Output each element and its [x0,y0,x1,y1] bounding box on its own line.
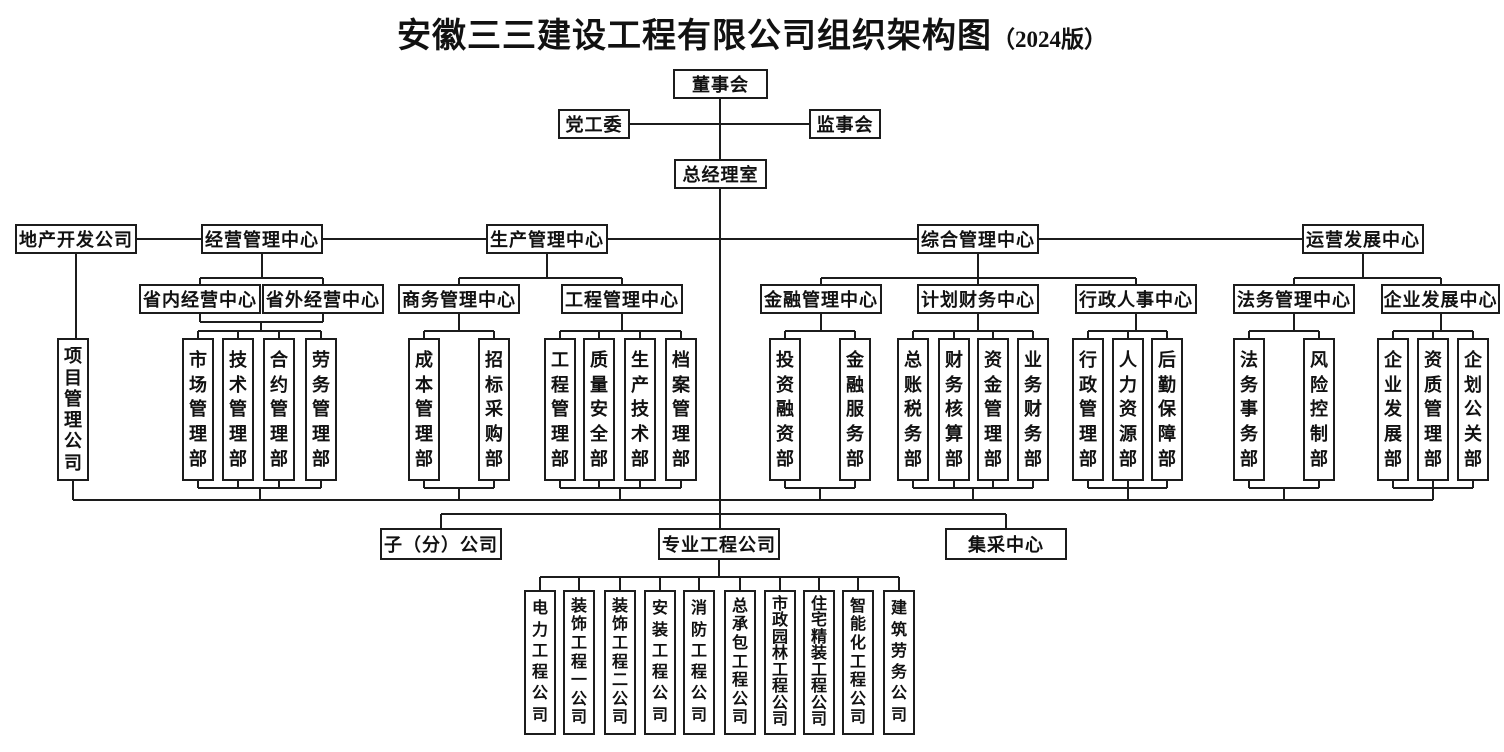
box-production-center: 生产管理中心 [486,224,608,254]
box-tech-dept: 技术管理部 [222,338,254,481]
box-bidding-dept: 招标采购部 [478,338,510,481]
box-eng-mgmt-dept: 工程管理部 [544,338,576,481]
chart-title-version: （2024版） [992,27,1107,52]
box-installation-co: 安装工程公司 [644,590,676,735]
box-labor-dept: 劳务管理部 [305,338,337,481]
box-enterprise-dev-center: 企业发展中心 [1381,284,1500,314]
box-investment-dept: 投资融资部 [769,338,801,481]
box-commerce-center: 商务管理中心 [398,284,520,314]
box-gm-office: 总经理室 [674,159,767,189]
box-biz-finance-dept: 业务财务部 [1017,338,1049,481]
box-fund-mgmt-dept: 资金管理部 [977,338,1009,481]
box-procurement-center: 集采中心 [945,528,1067,560]
box-contract-dept: 合约管理部 [263,338,295,481]
box-engineering-center: 工程管理中心 [561,284,683,314]
box-qualification-dept: 资质管理部 [1417,338,1449,481]
box-residential-deco-co: 住宅精装工程公司 [803,590,835,735]
box-legal-center: 法务管理中心 [1233,284,1355,314]
box-cost-dept: 成本管理部 [408,338,440,481]
box-fire-co: 消防工程公司 [683,590,715,735]
box-general-center: 综合管理中心 [917,224,1039,254]
box-general-contract-co: 总承包工程公司 [724,590,756,735]
box-real-estate-co: 地产开发公司 [15,224,137,254]
box-quality-safety-dept: 质量安全部 [583,338,615,481]
box-supervisory-board: 监事会 [809,109,881,139]
box-municipal-garden-co: 市政园林工程公司 [764,590,796,735]
chart-title-main: 安徽三三建设工程有限公司组织架构图 [397,18,992,55]
box-risk-control-dept: 风险控制部 [1303,338,1335,481]
box-finance-service-dept: 金融服务部 [839,338,871,481]
box-finance-center: 金融管理中心 [760,284,882,314]
box-ledger-tax-dept: 总账税务部 [897,338,929,481]
box-legal-affairs-dept: 法务事务部 [1233,338,1265,481]
box-decoration-co2: 装饰工程二公司 [604,590,636,735]
box-provincial-inside-center: 省内经营中心 [139,284,261,314]
box-operation-center: 经营管理中心 [201,224,323,254]
box-professional-eng-co: 专业工程公司 [658,528,780,560]
box-market-dept: 市场管理部 [182,338,214,481]
box-op-dev-center: 运营发展中心 [1302,224,1424,254]
box-project-mgmt-co: 项目管理公司 [57,338,89,481]
chart-title: 安徽三三建设工程有限公司组织架构图（2024版） [0,8,1504,57]
box-party-committee: 党工委 [558,109,630,139]
box-enterprise-dev-dept: 企业发展部 [1377,338,1409,481]
box-sub-branch-co: 子（分）公司 [380,528,502,560]
box-construction-labor-co: 建筑劳务公司 [883,590,915,735]
box-decoration-co1: 装饰工程一公司 [563,590,595,735]
box-electric-co: 电力工程公司 [524,590,556,735]
box-admin-hr-center: 行政人事中心 [1075,284,1197,314]
box-hr-dept: 人力资源部 [1112,338,1144,481]
box-provincial-outside-center: 省外经营中心 [262,284,384,314]
box-board-of-directors: 董事会 [673,69,768,99]
box-admin-mgmt-dept: 行政管理部 [1072,338,1104,481]
box-pr-dept: 企划公关部 [1457,338,1489,481]
box-prod-tech-dept: 生产技术部 [624,338,656,481]
box-fin-accounting-dept: 财务核算部 [938,338,970,481]
box-plan-finance-center: 计划财务中心 [917,284,1039,314]
box-intelligent-co: 智能化工程公司 [842,590,874,735]
box-logistics-dept: 后勤保障部 [1151,338,1183,481]
box-archives-dept: 档案管理部 [665,338,697,481]
